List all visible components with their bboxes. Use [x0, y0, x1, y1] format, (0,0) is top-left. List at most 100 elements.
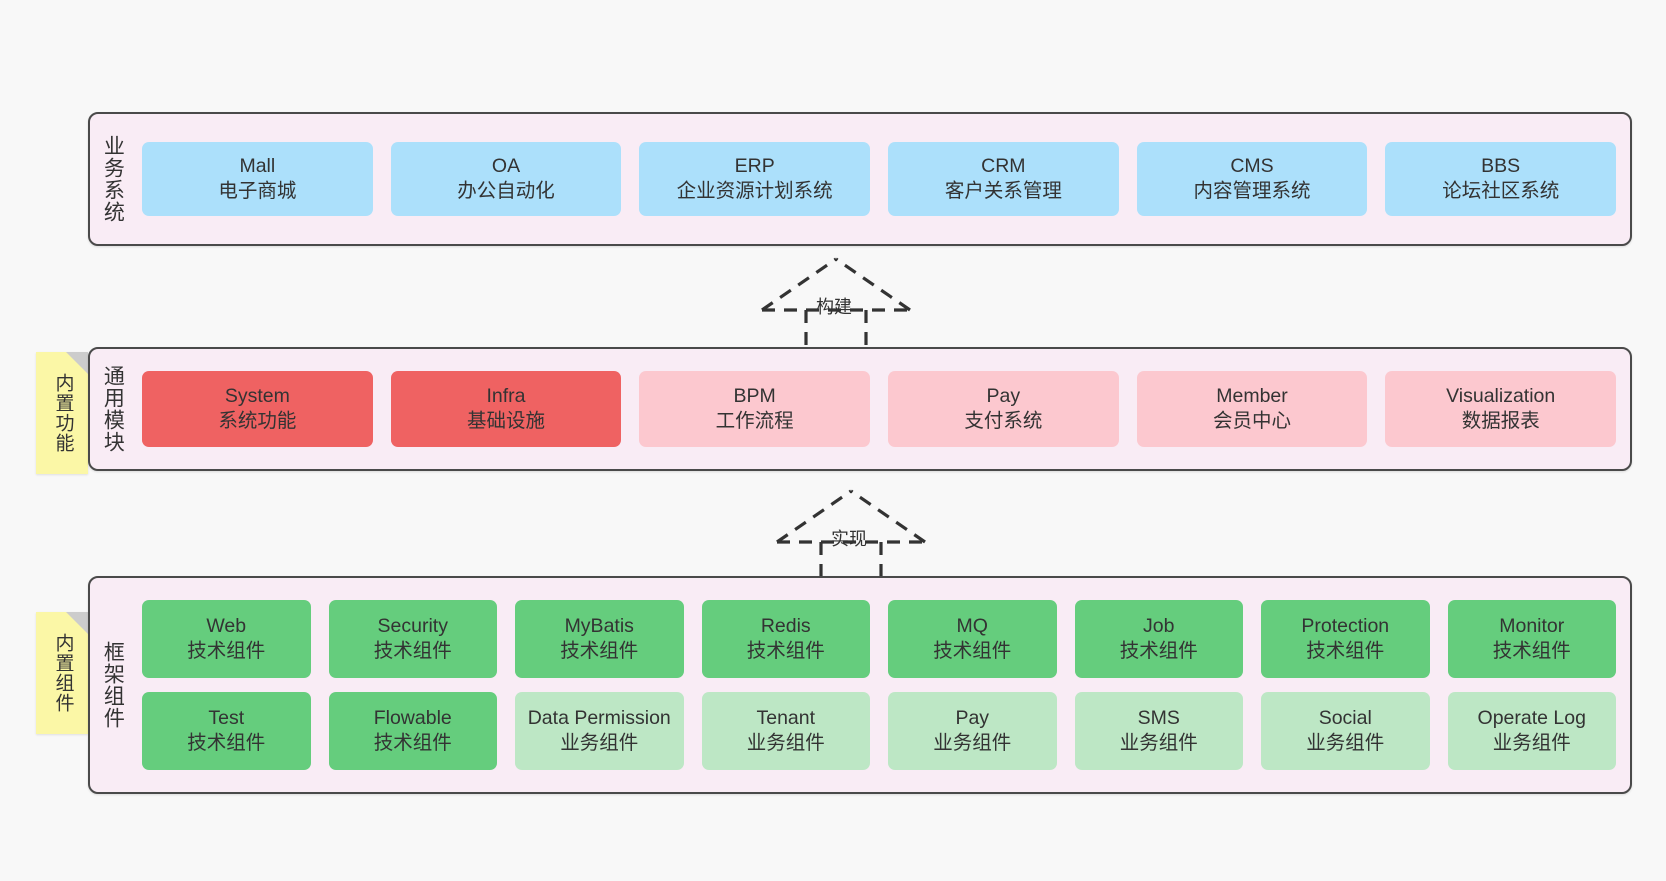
component-desc: 技术组件 [373, 732, 452, 754]
connector-label-implement: 实现 [831, 529, 867, 549]
module-name: Visualization [1446, 385, 1556, 408]
layer-body-business-systems: Mall 电子商城 OA 办公自动化 ERP 企业资源计划系统 CRM 客户关系… [134, 114, 1630, 244]
component-desc: 技术组件 [187, 640, 266, 662]
generalization-head-left [776, 489, 852, 544]
module-desc: 企业资源计划系统 [676, 180, 833, 202]
component-card-data-permission[interactable]: Data Permission 业务组件 [515, 692, 684, 770]
module-card-bpm[interactable]: BPM 工作流程 [639, 371, 871, 447]
component-card-mybatis[interactable]: MyBatis 技术组件 [515, 600, 684, 678]
module-desc: 内容管理系统 [1193, 180, 1311, 202]
component-desc: 技术组件 [746, 640, 825, 662]
component-desc: 业务组件 [1492, 732, 1571, 754]
component-name: Tenant [756, 707, 816, 730]
component-name: Test [208, 707, 245, 730]
module-desc: 系统功能 [218, 410, 297, 432]
component-desc: 业务组件 [933, 732, 1012, 754]
module-name: BPM [733, 385, 776, 408]
framework-components-row-1: Web 技术组件 Security 技术组件 MyBatis 技术组件 Redi… [142, 600, 1616, 678]
component-card-monitor[interactable]: Monitor 技术组件 [1447, 600, 1616, 678]
framework-components-row-2: Test 技术组件 Flowable 技术组件 Data Permission … [142, 692, 1616, 770]
module-desc: 支付系统 [964, 410, 1043, 432]
sticky-note-label: 内置功能 [52, 373, 74, 453]
module-desc: 数据报表 [1461, 410, 1540, 432]
component-name: Monitor [1499, 615, 1565, 638]
module-desc: 论坛社区系统 [1442, 180, 1560, 202]
module-desc: 会员中心 [1213, 410, 1292, 432]
module-card-visualization[interactable]: Visualization 数据报表 [1385, 371, 1617, 447]
module-card-cms[interactable]: CMS 内容管理系统 [1136, 142, 1368, 216]
module-card-member[interactable]: Member 会员中心 [1136, 371, 1368, 447]
module-card-bbs[interactable]: BBS 论坛社区系统 [1385, 142, 1617, 216]
sticky-note-label: 内置组件 [52, 633, 74, 713]
sticky-note-built-in-functions: 内置功能 [36, 352, 88, 474]
module-name: CRM [981, 155, 1026, 178]
module-name: CMS [1230, 155, 1274, 178]
layer-framework-components: 框架组件 Web 技术组件 Security 技术组件 MyBatis 技术组件… [88, 576, 1632, 794]
component-card-security[interactable]: Security 技术组件 [328, 600, 497, 678]
component-name: SMS [1137, 707, 1180, 730]
component-card-social[interactable]: Social 业务组件 [1261, 692, 1430, 770]
component-name: Data Permission [527, 707, 671, 730]
component-card-test[interactable]: Test 技术组件 [142, 692, 311, 770]
component-card-mq[interactable]: MQ 技术组件 [888, 600, 1057, 678]
component-desc: 技术组件 [187, 732, 266, 754]
component-desc: 技术组件 [373, 640, 452, 662]
module-card-system[interactable]: System 系统功能 [142, 371, 373, 447]
sticky-note-built-in-components: 内置组件 [36, 612, 88, 734]
connector-build: 构建 [750, 255, 940, 345]
component-name: Web [206, 615, 247, 638]
module-card-mall[interactable]: Mall 电子商城 [142, 142, 373, 216]
component-desc: 技术组件 [1306, 640, 1385, 662]
module-name: Member [1216, 385, 1288, 408]
component-name: Operate Log [1477, 707, 1586, 730]
module-name: Mall [239, 155, 276, 178]
module-name: System [224, 385, 290, 408]
module-card-crm[interactable]: CRM 客户关系管理 [888, 142, 1119, 216]
module-desc: 工作流程 [715, 410, 794, 432]
component-card-redis[interactable]: Redis 技术组件 [701, 600, 870, 678]
module-desc: 基础设施 [467, 410, 546, 432]
layer-common-modules: 通用模块 System 系统功能 Infra 基础设施 BPM 工作流程 Pay… [88, 347, 1632, 471]
component-card-pay[interactable]: Pay 业务组件 [888, 692, 1057, 770]
component-desc: 技术组件 [933, 640, 1012, 662]
module-card-oa[interactable]: OA 办公自动化 [390, 142, 622, 216]
business-systems-row: Mall 电子商城 OA 办公自动化 ERP 企业资源计划系统 CRM 客户关系… [142, 142, 1617, 216]
module-card-pay[interactable]: Pay 支付系统 [888, 371, 1119, 447]
component-name: Social [1318, 707, 1372, 730]
component-name: MQ [956, 615, 988, 638]
module-name: ERP [734, 155, 775, 178]
connector-label-build: 构建 [816, 297, 852, 317]
layer-body-common-modules: System 系统功能 Infra 基础设施 BPM 工作流程 Pay 支付系统… [134, 349, 1630, 469]
component-name: Flowable [373, 707, 452, 730]
module-name: Pay [986, 385, 1021, 408]
layer-label-business-systems: 业务系统 [101, 135, 125, 223]
module-card-erp[interactable]: ERP 企业资源计划系统 [639, 142, 871, 216]
layer-business-systems: 业务系统 Mall 电子商城 OA 办公自动化 ERP 企业资源计划系统 CRM… [88, 112, 1632, 246]
module-name: BBS [1481, 155, 1521, 178]
component-card-protection[interactable]: Protection 技术组件 [1261, 600, 1430, 678]
component-name: Job [1143, 615, 1175, 638]
component-card-tenant[interactable]: Tenant 业务组件 [701, 692, 870, 770]
component-card-operate-log[interactable]: Operate Log 业务组件 [1447, 692, 1616, 770]
layer-body-framework-components: Web 技术组件 Security 技术组件 MyBatis 技术组件 Redi… [134, 578, 1630, 792]
module-desc: 办公自动化 [457, 180, 555, 202]
component-name: Protection [1301, 615, 1390, 638]
component-card-job[interactable]: Job 技术组件 [1074, 600, 1243, 678]
component-card-web[interactable]: Web 技术组件 [142, 600, 311, 678]
component-desc: 业务组件 [746, 732, 825, 754]
component-card-sms[interactable]: SMS 业务组件 [1074, 692, 1243, 770]
module-desc: 客户关系管理 [944, 180, 1062, 202]
layer-label-framework-components: 框架组件 [101, 641, 125, 729]
generalization-head-left [761, 257, 837, 312]
component-name: Redis [760, 615, 811, 638]
module-name: OA [491, 155, 521, 178]
common-modules-row: System 系统功能 Infra 基础设施 BPM 工作流程 Pay 支付系统… [142, 371, 1617, 447]
component-desc: 技术组件 [1492, 640, 1571, 662]
component-card-flowable[interactable]: Flowable 技术组件 [328, 692, 497, 770]
module-name: Infra [486, 385, 526, 408]
component-name: MyBatis [564, 615, 634, 638]
connector-implement: 实现 [765, 487, 955, 577]
component-desc: 业务组件 [1119, 732, 1198, 754]
generalization-head-right [850, 489, 926, 544]
module-card-infra[interactable]: Infra 基础设施 [390, 371, 622, 447]
